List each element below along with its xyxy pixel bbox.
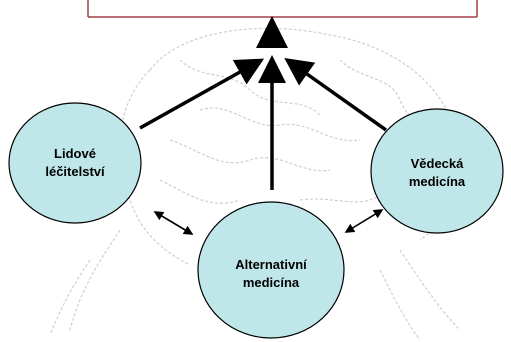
lidove-line1: Lidové xyxy=(54,146,96,161)
lidove-circle xyxy=(8,102,142,224)
vedecka-line2: medicína xyxy=(408,174,466,189)
left-bidirectional-arrow xyxy=(153,211,194,235)
alternativni-line1: Alternativní xyxy=(235,257,307,272)
alternativni-label: Alternativní medicína xyxy=(211,254,331,294)
alternativni-line2: medicína xyxy=(242,275,300,290)
lidove-label: Lidové léčitelství xyxy=(15,143,135,183)
right-bidirectional-arrow xyxy=(344,209,384,233)
alternativni-circle xyxy=(197,201,345,339)
vedecka-circle xyxy=(370,108,504,234)
left-up-arrow xyxy=(139,58,265,130)
vedecka-label: Vědecká medicína xyxy=(377,153,497,193)
lidove-line2: léčitelství xyxy=(45,164,105,179)
vedecka-line1: Vědecká xyxy=(410,156,464,171)
right-up-arrow xyxy=(284,57,388,132)
